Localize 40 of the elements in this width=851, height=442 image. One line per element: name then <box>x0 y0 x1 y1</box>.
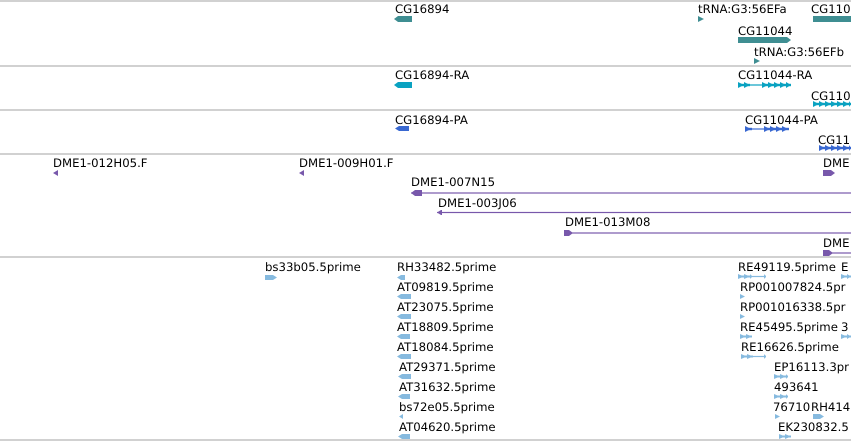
feature-label: CG11044-RA <box>738 68 812 82</box>
feature-label: 493641 <box>774 380 819 394</box>
feature-label: RH414 <box>811 400 850 414</box>
feature-label: tRNA:G3:56EFb <box>754 44 844 58</box>
feature-label: CG11044 <box>738 24 792 38</box>
feature-label: E <box>841 260 848 274</box>
feature-label: DME1-009H01.F <box>299 156 394 170</box>
feature-label: bs72e05.5prime <box>399 400 495 414</box>
feature-label: tRNA:G3:56EFa <box>698 2 787 16</box>
feature-label: RP001007824.5pr <box>740 280 846 294</box>
feature-label: AT31632.5prime <box>399 380 496 394</box>
feature-label: RP001016338.5pr <box>740 300 846 314</box>
feature-label: CG110 <box>811 88 851 102</box>
feature-label: RE16626.5prime <box>741 340 839 354</box>
feature-label: CG16894-PA <box>395 112 468 126</box>
feature-label: AT29371.5prime <box>399 360 496 374</box>
feature-label: 3 <box>841 320 848 334</box>
feature-label: EP16113.3pr <box>774 360 849 374</box>
feature-label: 76710 <box>773 400 810 414</box>
feature-label: AT18084.5prime <box>397 340 494 354</box>
feature-label: DME1-012H05.F <box>53 156 148 170</box>
feature-label: RE45495.5prime <box>740 320 838 334</box>
feature-label: RH33482.5prime <box>397 260 496 274</box>
feature-label: RE49119.5prime <box>738 260 836 274</box>
feature-label: DME1-013M08 <box>565 214 650 228</box>
feature-label: DME <box>823 236 850 250</box>
feature-label: AT23075.5prime <box>397 300 494 314</box>
feature-label: CG16894 <box>395 2 450 16</box>
feature-label: CG11 <box>818 132 850 146</box>
feature-label: DME1-003J06 <box>438 196 517 210</box>
feature-label: CG110 <box>811 2 851 16</box>
feature-label: AT04620.5prime <box>399 420 496 434</box>
feature-label: EK230832.5 <box>778 420 849 434</box>
feature-label: AT09819.5prime <box>397 280 494 294</box>
feature-label: CG11044-PA <box>745 112 818 126</box>
feature-label: CG16894-RA <box>395 68 470 82</box>
feature-label: DME1-007N15 <box>411 174 496 188</box>
feature-label: DME <box>823 156 850 170</box>
feature-label: AT18809.5prime <box>397 320 494 334</box>
feature-label: bs33b05.5prime <box>265 260 361 274</box>
